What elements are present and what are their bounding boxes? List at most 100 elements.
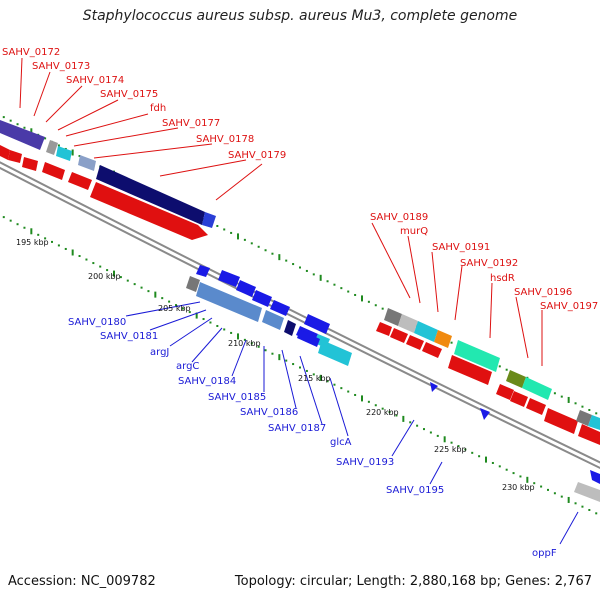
tick-mark xyxy=(78,155,81,158)
feature-block xyxy=(434,330,452,348)
tick-mark xyxy=(498,365,501,368)
tick-mark xyxy=(99,265,102,268)
tick-mark xyxy=(9,219,12,222)
tick-mark xyxy=(175,304,177,307)
feature-block xyxy=(90,182,208,240)
tick-mark xyxy=(567,496,570,503)
scale-label: 230 kbp xyxy=(502,483,535,492)
tick-mark xyxy=(526,476,529,483)
scale-label: 225 kbp xyxy=(434,445,467,454)
gene-label: SAHV_0186 xyxy=(240,407,298,418)
feature-block xyxy=(22,157,38,171)
tick-mark xyxy=(595,412,598,415)
feature-block xyxy=(196,265,210,277)
gene-label: SAHV_0187 xyxy=(268,423,326,434)
gene-label: glcA xyxy=(330,437,352,448)
tick-mark xyxy=(423,428,425,431)
tick-mark xyxy=(271,352,274,355)
tick-mark xyxy=(9,119,12,122)
scale-label: 195 kbp xyxy=(16,238,49,247)
tick-mark xyxy=(16,123,19,126)
tick-mark xyxy=(540,485,543,488)
feature-block xyxy=(196,282,262,322)
feature-block xyxy=(270,300,290,316)
tick-mark xyxy=(181,307,184,310)
tick-mark xyxy=(2,216,5,219)
gene-label: SAHV_0172 xyxy=(2,47,60,58)
gene-label: SAHV_0174 xyxy=(66,75,124,86)
tick-mark xyxy=(312,373,315,376)
tick-mark xyxy=(278,254,281,261)
gene-label: SAHV_0184 xyxy=(178,376,236,387)
tick-mark xyxy=(491,461,494,464)
tick-mark xyxy=(381,307,384,310)
feature-block xyxy=(510,391,528,407)
feature-block xyxy=(544,408,578,434)
feature-block xyxy=(68,172,92,190)
scale-label: 210 kbp xyxy=(228,339,261,348)
gene-label: oppF xyxy=(532,548,557,559)
gene-label: SAHV_0181 xyxy=(100,331,158,342)
tick-mark xyxy=(381,407,384,410)
tick-mark xyxy=(161,297,164,300)
backbone xyxy=(0,161,600,470)
tick-mark xyxy=(202,318,205,321)
tick-mark xyxy=(250,342,253,345)
tick-mark xyxy=(512,472,515,475)
tick-mark xyxy=(119,276,122,279)
tick-mark xyxy=(216,324,219,327)
tick-mark xyxy=(374,404,377,407)
tick-mark xyxy=(326,380,329,383)
tick-mark xyxy=(553,492,556,495)
tick-mark xyxy=(30,228,33,235)
tick-mark xyxy=(402,415,405,422)
feature-block xyxy=(297,330,320,347)
gene-label: SAHV_0192 xyxy=(460,258,518,269)
tick-mark xyxy=(299,366,301,369)
tick-mark xyxy=(361,295,363,302)
tick-mark xyxy=(195,312,198,319)
scale-label: 220 kbp xyxy=(366,408,399,417)
gene-label: SAHV_0193 xyxy=(336,457,394,468)
gene-label: SAHV_0175 xyxy=(100,89,158,100)
tick-mark xyxy=(340,387,343,390)
tick-mark xyxy=(271,252,274,255)
feature-block xyxy=(318,340,352,366)
gene-label: argC xyxy=(176,361,199,372)
tick-mark xyxy=(37,233,40,236)
tick-mark xyxy=(2,116,5,119)
tick-mark xyxy=(581,405,584,408)
tick-mark xyxy=(333,383,336,386)
tick-mark xyxy=(498,465,501,468)
tick-mark xyxy=(23,126,26,129)
tick-mark xyxy=(478,455,481,458)
tick-mark xyxy=(292,363,295,366)
feature-block xyxy=(202,212,216,228)
tick-mark xyxy=(30,128,33,135)
tick-mark xyxy=(44,237,47,240)
gene-label: murQ xyxy=(400,226,428,237)
feature-block xyxy=(506,370,526,388)
tick-mark xyxy=(436,434,439,437)
feature-block xyxy=(578,424,600,445)
tick-mark xyxy=(450,341,453,344)
gene-label: hsdR xyxy=(490,273,515,284)
tick-mark xyxy=(361,395,363,402)
feature-block xyxy=(430,382,438,392)
tick-mark xyxy=(106,269,109,272)
tick-mark xyxy=(223,328,226,331)
tick-mark xyxy=(85,258,88,261)
tick-mark xyxy=(237,333,239,340)
feature-block xyxy=(454,340,500,372)
tick-mark xyxy=(347,390,350,393)
tick-mark xyxy=(567,396,570,403)
gene-label: SAHV_0179 xyxy=(228,150,286,161)
gene-label: SAHV_0185 xyxy=(208,392,266,403)
tick-mark xyxy=(154,291,157,298)
gene-label: fdh xyxy=(150,103,166,114)
tick-mark xyxy=(367,400,370,403)
feature-block xyxy=(236,280,256,297)
tick-mark xyxy=(450,441,453,444)
map-title: Staphylococcus aureus subsp. aureus Mu3,… xyxy=(82,8,518,24)
